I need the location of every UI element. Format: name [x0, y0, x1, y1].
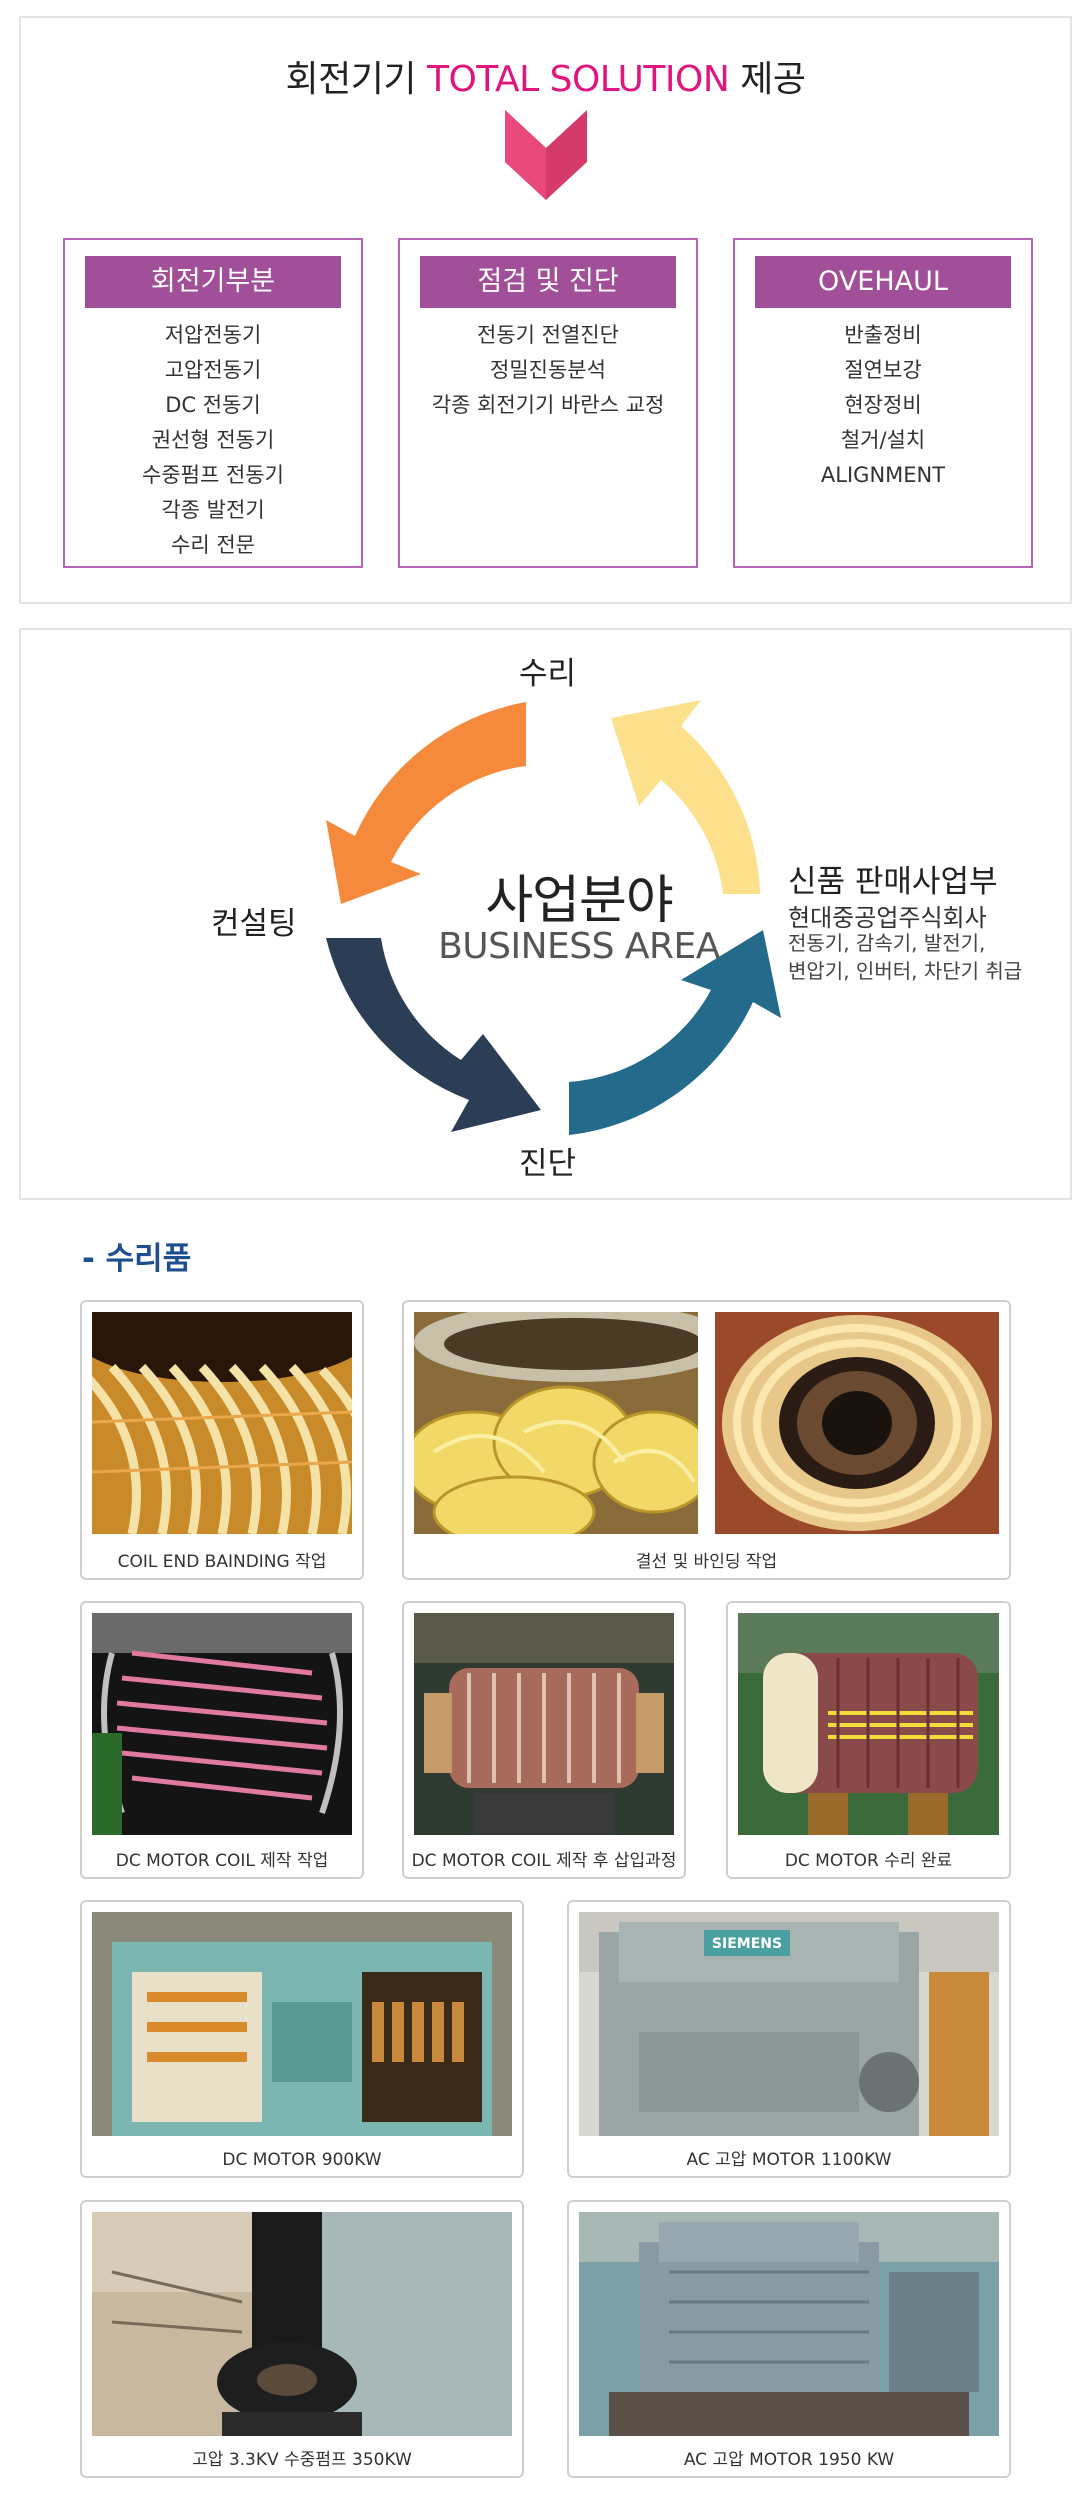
coil-end-photo [92, 1312, 352, 1534]
list-item: 권선형 전동기 [151, 428, 275, 452]
business-area-section: 수리 컨설팅 진단 사업분야 BUSINESS AREA 신품 판매사업부 현대… [19, 628, 1072, 1200]
dc-coil-photo [92, 1613, 352, 1835]
solution-box-inspection: 점검 및 진단 전동기 전열진단 정밀진동분석 각종 회전기기 바란스 교정 [398, 238, 698, 568]
new-sales-title: 신품 판매사업부 [788, 864, 998, 900]
ac-motor-1100kw-photo: SIEMENS [579, 1912, 999, 2136]
photo-card: SIEMENS AC 고압 MOTOR 1100KW [567, 1900, 1011, 2178]
list-item: ALIGNMENT [820, 463, 946, 487]
cycle-arrow-navy [326, 938, 541, 1132]
dc-motor-complete-photo [738, 1613, 999, 1835]
list-item: 반출정비 [844, 323, 922, 347]
list-item: 각종 회전기기 바란스 교정 [431, 393, 665, 417]
solution-box-title: 점검 및 진단 [420, 256, 676, 308]
photo-caption: DC MOTOR COIL 제작 작업 [115, 1851, 329, 1871]
solution-box-title: 회전기부분 [85, 256, 341, 308]
solution-box-list: 저압전동기 고압전동기 DC 전동기 권선형 전동기 수중펌프 전동기 각종 발… [65, 318, 361, 563]
photo-card: DC MOTOR COIL 제작 후 삽입과정 [402, 1601, 686, 1879]
photo-caption: 결선 및 바인딩 작업 [635, 1552, 778, 1572]
photo-card: DC MOTOR COIL 제작 작업 [80, 1601, 364, 1879]
business-label-diagnosis: 진단 [519, 1146, 577, 1182]
list-item: 절연보강 [844, 358, 922, 382]
submersible-pump-photo [92, 2212, 512, 2436]
dc-coil-insert-photo [414, 1613, 674, 1835]
photo-caption: 고압 3.3KV 수중펌프 350KW [192, 2450, 412, 2470]
solution-headline: 회전기기 TOTAL SOLUTION 제공 [285, 59, 806, 100]
business-cycle-diagram [326, 700, 781, 1135]
repair-section-title: - 수리품 [82, 1241, 192, 1277]
cycle-arrow-orange [326, 702, 526, 904]
photo-caption: DC MOTOR 수리 완료 [784, 1851, 953, 1871]
ac-motor-1950kw-photo [579, 2212, 999, 2436]
photo-card: 결선 및 바인딩 작업 [402, 1300, 1011, 1580]
photo-card: DC MOTOR 900KW [80, 1900, 524, 2178]
new-sales-items: 전동기, 감속기, 발전기, 변압기, 인버터, 차단기 취급 [788, 931, 1023, 983]
list-item: 현장정비 [844, 393, 922, 417]
down-arrow-icon [505, 110, 587, 200]
dc-motor-900kw-photo [92, 1912, 512, 2136]
business-label-repair: 수리 [519, 656, 577, 692]
winding-photo-1 [414, 1312, 698, 1534]
list-item: DC 전동기 [165, 393, 261, 417]
new-sales-company: 현대중공업주식회사 [788, 904, 987, 932]
solution-box-rotating: 회전기부분 저압전동기 고압전동기 DC 전동기 권선형 전동기 수중펌프 전동… [63, 238, 363, 568]
solution-box-title: OVEHAUL [755, 256, 1011, 308]
list-item: 전동기 전열진단 [477, 323, 619, 347]
solution-box-list: 반출정비 절연보강 현장정비 철거/설치 ALIGNMENT [735, 318, 1031, 493]
cycle-arrow-yellow [611, 700, 760, 894]
list-item: 정밀진동분석 [490, 358, 606, 382]
list-item: 수리 전문 [171, 533, 255, 557]
photo-caption: DC MOTOR 900KW [222, 2150, 382, 2170]
photo-caption: DC MOTOR COIL 제작 후 삽입과정 [411, 1851, 677, 1871]
solution-box-overhaul: OVEHAUL 반출정비 절연보강 현장정비 철거/설치 ALIGNMENT [733, 238, 1033, 568]
business-center-kr: 사업분야 [485, 871, 673, 931]
photo-card: COIL END BAINDING 작업 [80, 1300, 364, 1580]
list-item: 수중펌프 전동기 [142, 463, 284, 487]
photo-caption: AC 고압 MOTOR 1100KW [686, 2150, 892, 2170]
winding-photo-2 [715, 1312, 999, 1534]
solution-box-list: 전동기 전열진단 정밀진동분석 각종 회전기기 바란스 교정 [400, 318, 696, 423]
photo-caption: COIL END BAINDING 작업 [117, 1552, 327, 1572]
list-item: 철거/설치 [840, 428, 926, 452]
list-item: 각종 발전기 [161, 498, 265, 522]
photo-caption: AC 고압 MOTOR 1950 KW [683, 2450, 895, 2470]
total-solution-section: 회전기기 TOTAL SOLUTION 제공 회전기부분 저압전동기 고압전동기… [19, 16, 1072, 604]
photo-card: 고압 3.3KV 수중펌프 350KW [80, 2200, 524, 2478]
cycle-arrow-blue [569, 930, 781, 1135]
list-item: 저압전동기 [164, 323, 262, 347]
photo-card: DC MOTOR 수리 완료 [726, 1601, 1011, 1879]
siemens-logo-text: SIEMENS [712, 1936, 782, 1952]
photo-card: AC 고압 MOTOR 1950 KW [567, 2200, 1011, 2478]
business-center-en: BUSINESS AREA [438, 926, 720, 967]
list-item: 고압전동기 [164, 358, 262, 382]
business-label-consulting: 컨설팅 [211, 906, 297, 942]
